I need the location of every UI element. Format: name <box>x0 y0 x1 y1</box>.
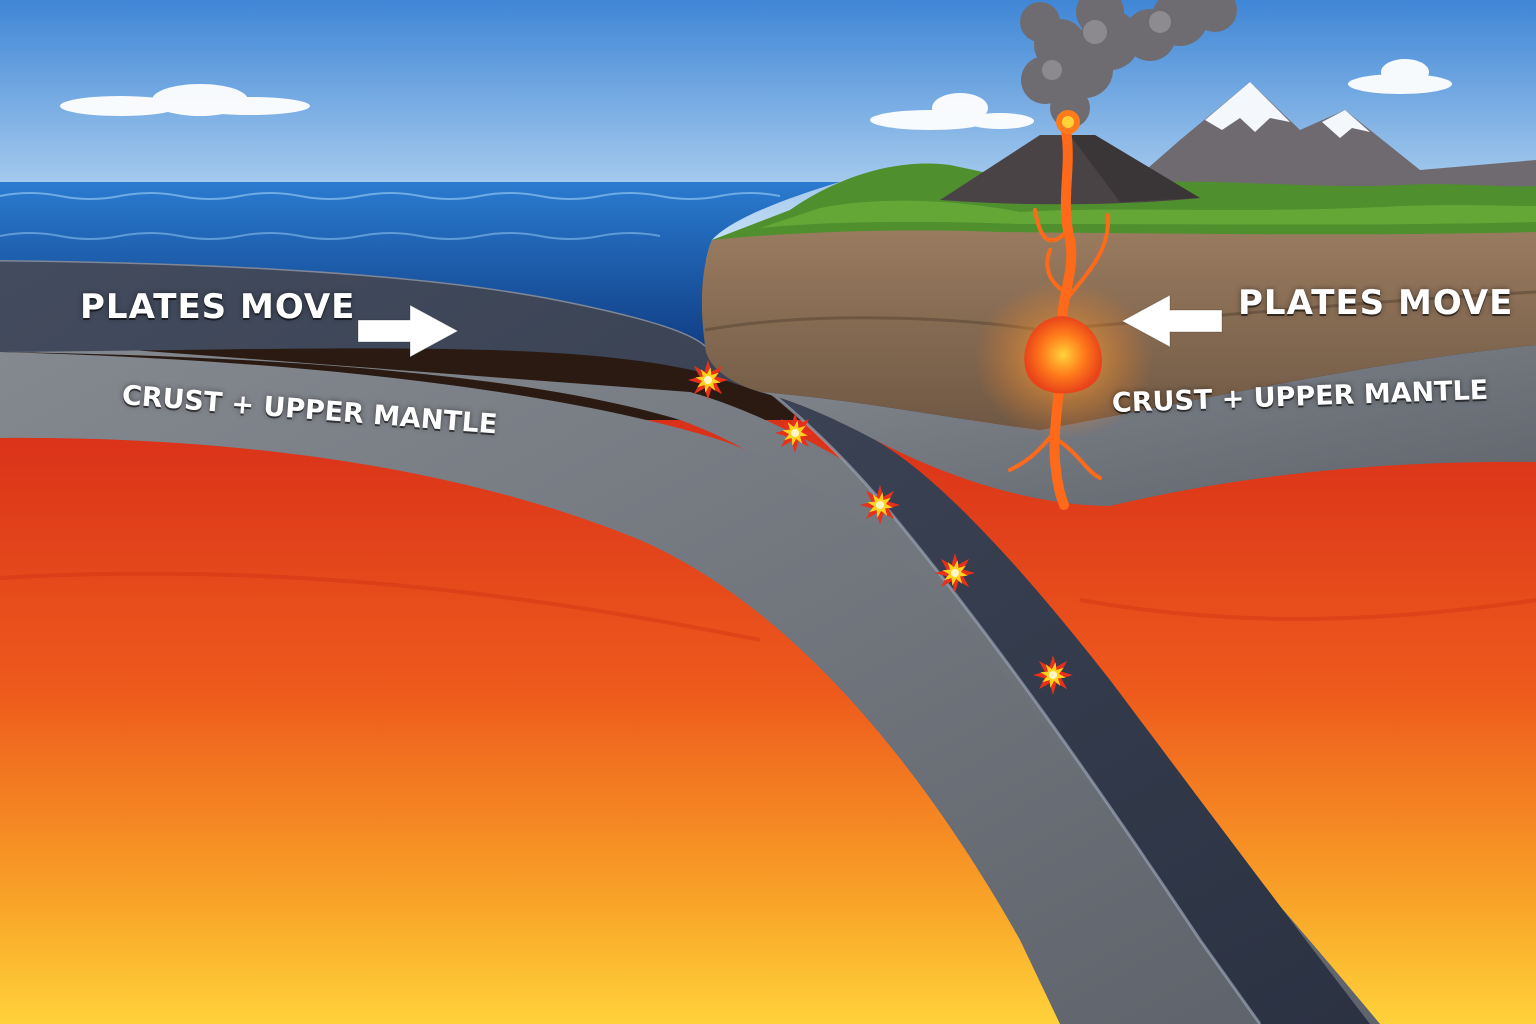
ash-plume-highlight <box>1042 11 1171 80</box>
ocean-wave-line <box>0 192 781 200</box>
ocean <box>0 182 840 345</box>
arrow-right-icon <box>357 304 460 358</box>
oceanic-lithosphere-lower <box>0 352 1270 1024</box>
earthquake-burst-icon <box>935 553 975 593</box>
cloud <box>1348 59 1452 94</box>
volcano-shading <box>1070 135 1200 202</box>
ocean-wave-line <box>0 232 661 240</box>
mantle-flow-line <box>0 571 1536 642</box>
earthquake-burst-icon <box>1033 655 1073 695</box>
cloud <box>870 93 1034 130</box>
mountain-snowcap <box>1205 82 1370 138</box>
plates-move-label-left: PLATES MOVE <box>80 287 356 327</box>
plates-move-label-right: PLATES MOVE <box>1238 283 1514 323</box>
oceanic-plate <box>0 260 1370 1024</box>
arrow-left-icon <box>1120 294 1223 348</box>
earthquake-burst-icon <box>775 413 815 453</box>
cloud <box>60 84 310 116</box>
magma-branch <box>1008 208 1111 480</box>
continental-lithosphere <box>760 345 1536 506</box>
volcano-vent-core <box>1062 116 1074 128</box>
magma-chamber <box>1024 316 1102 394</box>
vegetation-highlight <box>760 200 1536 228</box>
earthquake-markers <box>688 360 1073 695</box>
earthquake-burst-icon <box>860 485 900 525</box>
earthquake-burst-icon <box>688 360 728 400</box>
